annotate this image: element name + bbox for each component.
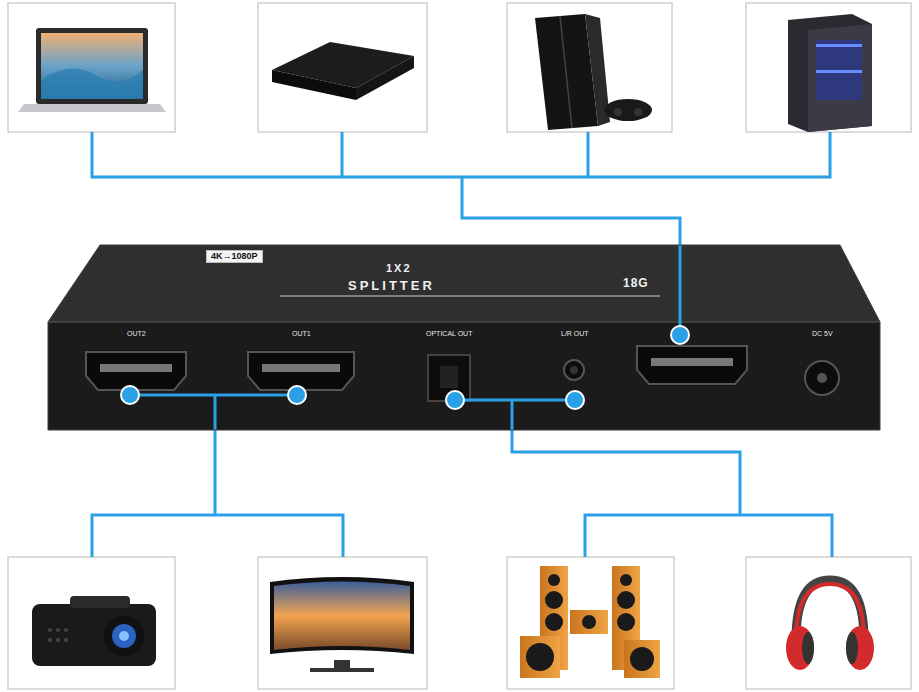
port	[86, 346, 839, 401]
badge-text: 4K→1080P	[211, 252, 258, 261]
product-marking: SPLITTER	[348, 279, 435, 292]
resolution-badge: 4K→1080P	[206, 250, 263, 263]
port-label: OPTICAL OUT	[426, 330, 472, 337]
speaker-system-icon	[520, 566, 660, 678]
wire	[92, 132, 832, 557]
splitter-body: 18G SPLITTER 1X2 4K→1080P	[48, 245, 880, 430]
product-marking: 1X2	[386, 263, 412, 274]
device-frame	[8, 3, 911, 689]
port-label: DC 5V	[812, 330, 833, 337]
pc-tower-icon	[788, 14, 872, 132]
laptop-icon	[18, 28, 166, 112]
game-console-icon	[535, 14, 652, 130]
port-label: OUT1	[292, 330, 311, 337]
television-icon	[270, 577, 414, 672]
product-marking: 18G	[623, 277, 649, 289]
headphones-icon	[786, 580, 874, 670]
tv-box-icon	[272, 42, 414, 100]
port-label: OUT2	[127, 330, 146, 337]
projector-icon	[32, 596, 156, 666]
node-outline	[48, 245, 880, 430]
splitter-housing	[48, 245, 880, 430]
connection-dot	[121, 326, 689, 409]
port-label: L/R OUT	[561, 330, 589, 337]
